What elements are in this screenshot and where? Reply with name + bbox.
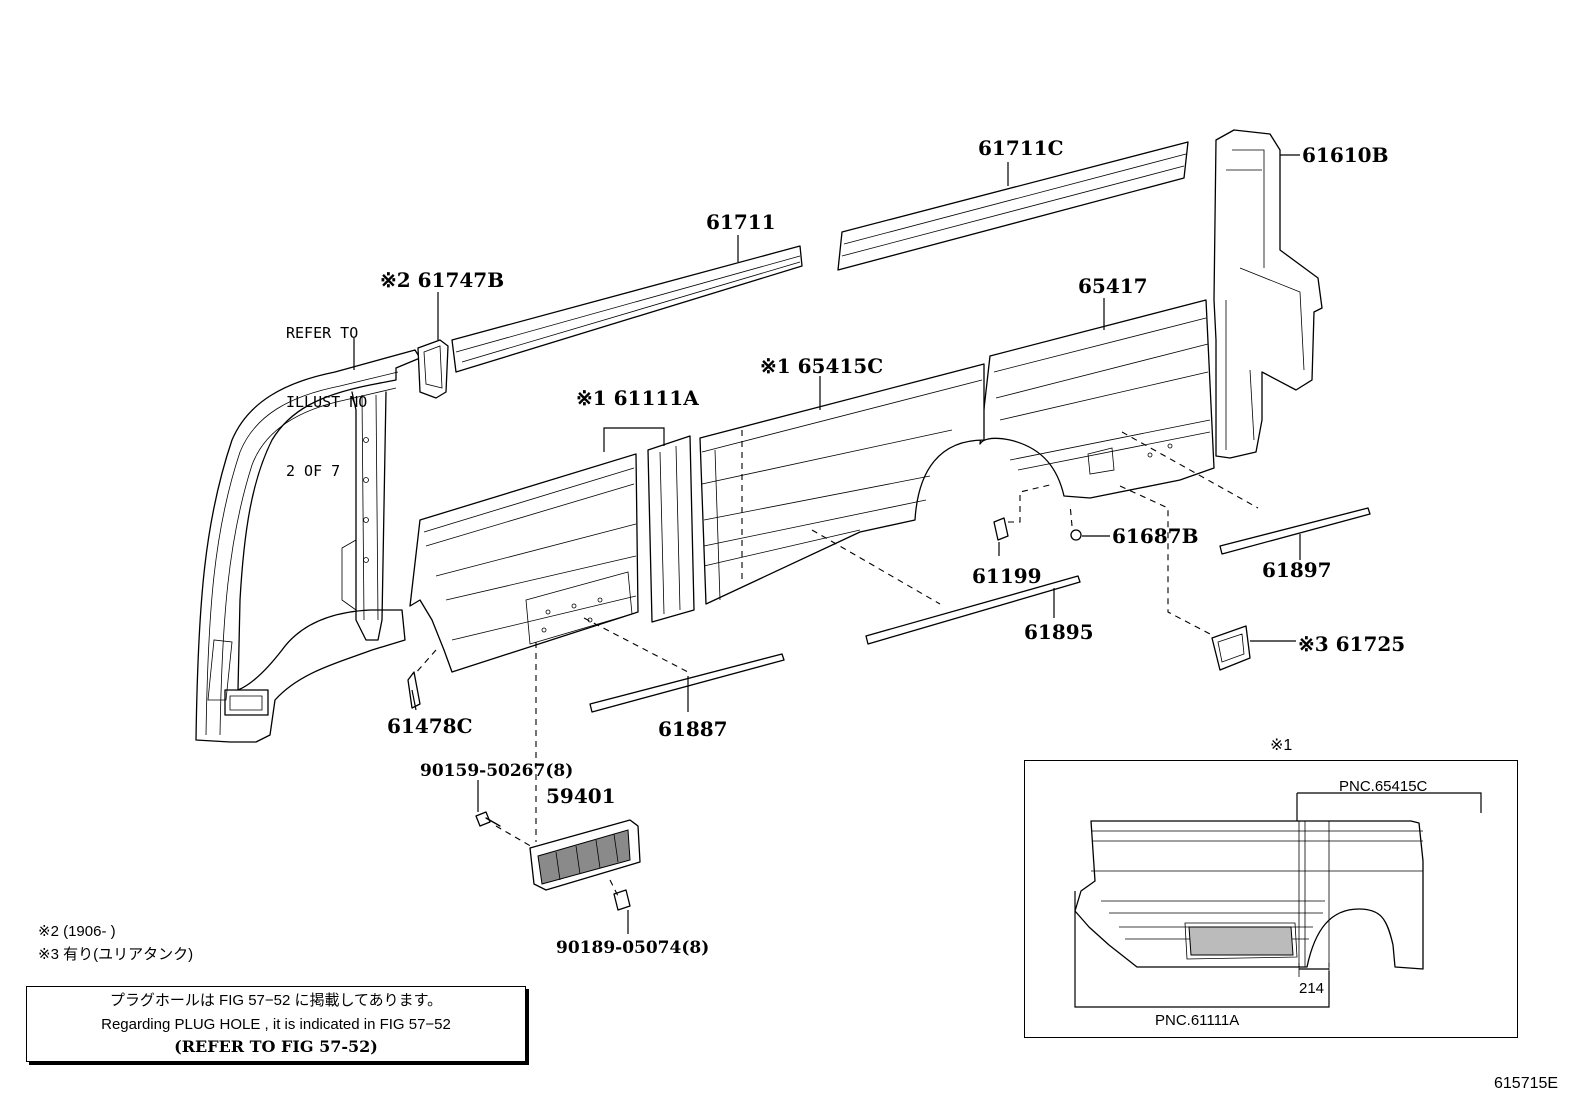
label-61895: 61895 — [1024, 620, 1094, 644]
label-61887: 61887 — [658, 717, 728, 741]
label-90159-50267: 90159-50267(8) — [420, 761, 574, 781]
label-61111A: ※1 61111A — [576, 386, 699, 410]
plug-note-japanese: プラグホールは FIG 57−52 に掲載してあります。 — [109, 992, 443, 1009]
leader-lines — [353, 154, 1301, 934]
part-61711-drawing — [451, 245, 803, 373]
refer-note: REFER TO ILLUST NO 2 OF 7 — [286, 276, 367, 506]
refer-note-line-2: ILLUST NO — [286, 393, 368, 411]
part-61887-drawing — [589, 653, 785, 713]
figure-id: 615715E — [1494, 1075, 1559, 1092]
part-61199-drawing — [993, 517, 1009, 541]
part-61610B-drawing — [1213, 129, 1323, 459]
label-61725: ※3 61725 — [1298, 632, 1406, 656]
label-61610B: 61610B — [1302, 143, 1389, 167]
part-65415C-drawing — [699, 363, 985, 605]
refer-note-line-3: 2 OF 7 — [286, 462, 341, 480]
label-61199: 61199 — [972, 564, 1042, 588]
part-61111A-drawing — [409, 435, 695, 673]
footnote-2: ※2 (1906- ) — [38, 923, 116, 940]
assembly-dashed-lines — [413, 431, 1259, 897]
plug-note-reference: (REFER TO FIG 57-52) — [174, 1037, 378, 1056]
label-61747B: ※2 61747B — [380, 268, 505, 292]
inset-pnc-61111A: PNC.61111A — [1155, 1012, 1240, 1029]
refer-note-line-1: REFER TO — [286, 324, 359, 342]
inset-pnc-65415C: PNC.65415C — [1339, 778, 1428, 795]
label-61687B: 61687B — [1112, 524, 1199, 548]
label-90189-05074: 90189-05074(8) — [556, 938, 710, 958]
part-59401-drawing — [529, 819, 641, 891]
label-59401: 59401 — [546, 784, 616, 808]
front-side-panel-drawing — [195, 349, 421, 743]
part-65417-drawing — [979, 299, 1215, 499]
label-61897: 61897 — [1262, 558, 1332, 582]
part-61747B-drawing — [417, 339, 449, 399]
part-61478C-drawing — [407, 671, 421, 709]
part-61725-drawing — [1211, 625, 1251, 671]
label-65415C: ※1 65415C — [760, 354, 884, 378]
inset-dimension-214: 214 — [1299, 980, 1325, 997]
part-90159-drawing — [475, 811, 501, 827]
part-61687B-drawing — [1070, 529, 1082, 541]
label-65417: 65417 — [1078, 274, 1148, 298]
plug-note-english: Regarding PLUG HOLE , it is indicated in… — [101, 1016, 451, 1033]
part-61711C-drawing — [837, 141, 1189, 271]
label-61478C: 61478C — [387, 714, 473, 738]
inset-detail-box: PNC.65415C 214 PNC.61111A — [1024, 760, 1518, 1038]
label-61711C: 61711C — [978, 136, 1064, 160]
part-61895-drawing — [865, 575, 1081, 645]
inset-drawing — [1074, 792, 1482, 1008]
plug-hole-note-box: プラグホールは FIG 57−52 に掲載してあります。 Regarding P… — [26, 986, 526, 1062]
part-61897-drawing — [1219, 507, 1371, 555]
inset-marker: ※1 — [1270, 737, 1293, 754]
footnote-3: ※3 有り(ユリアタンク) — [38, 946, 194, 963]
label-61711: 61711 — [706, 210, 776, 234]
